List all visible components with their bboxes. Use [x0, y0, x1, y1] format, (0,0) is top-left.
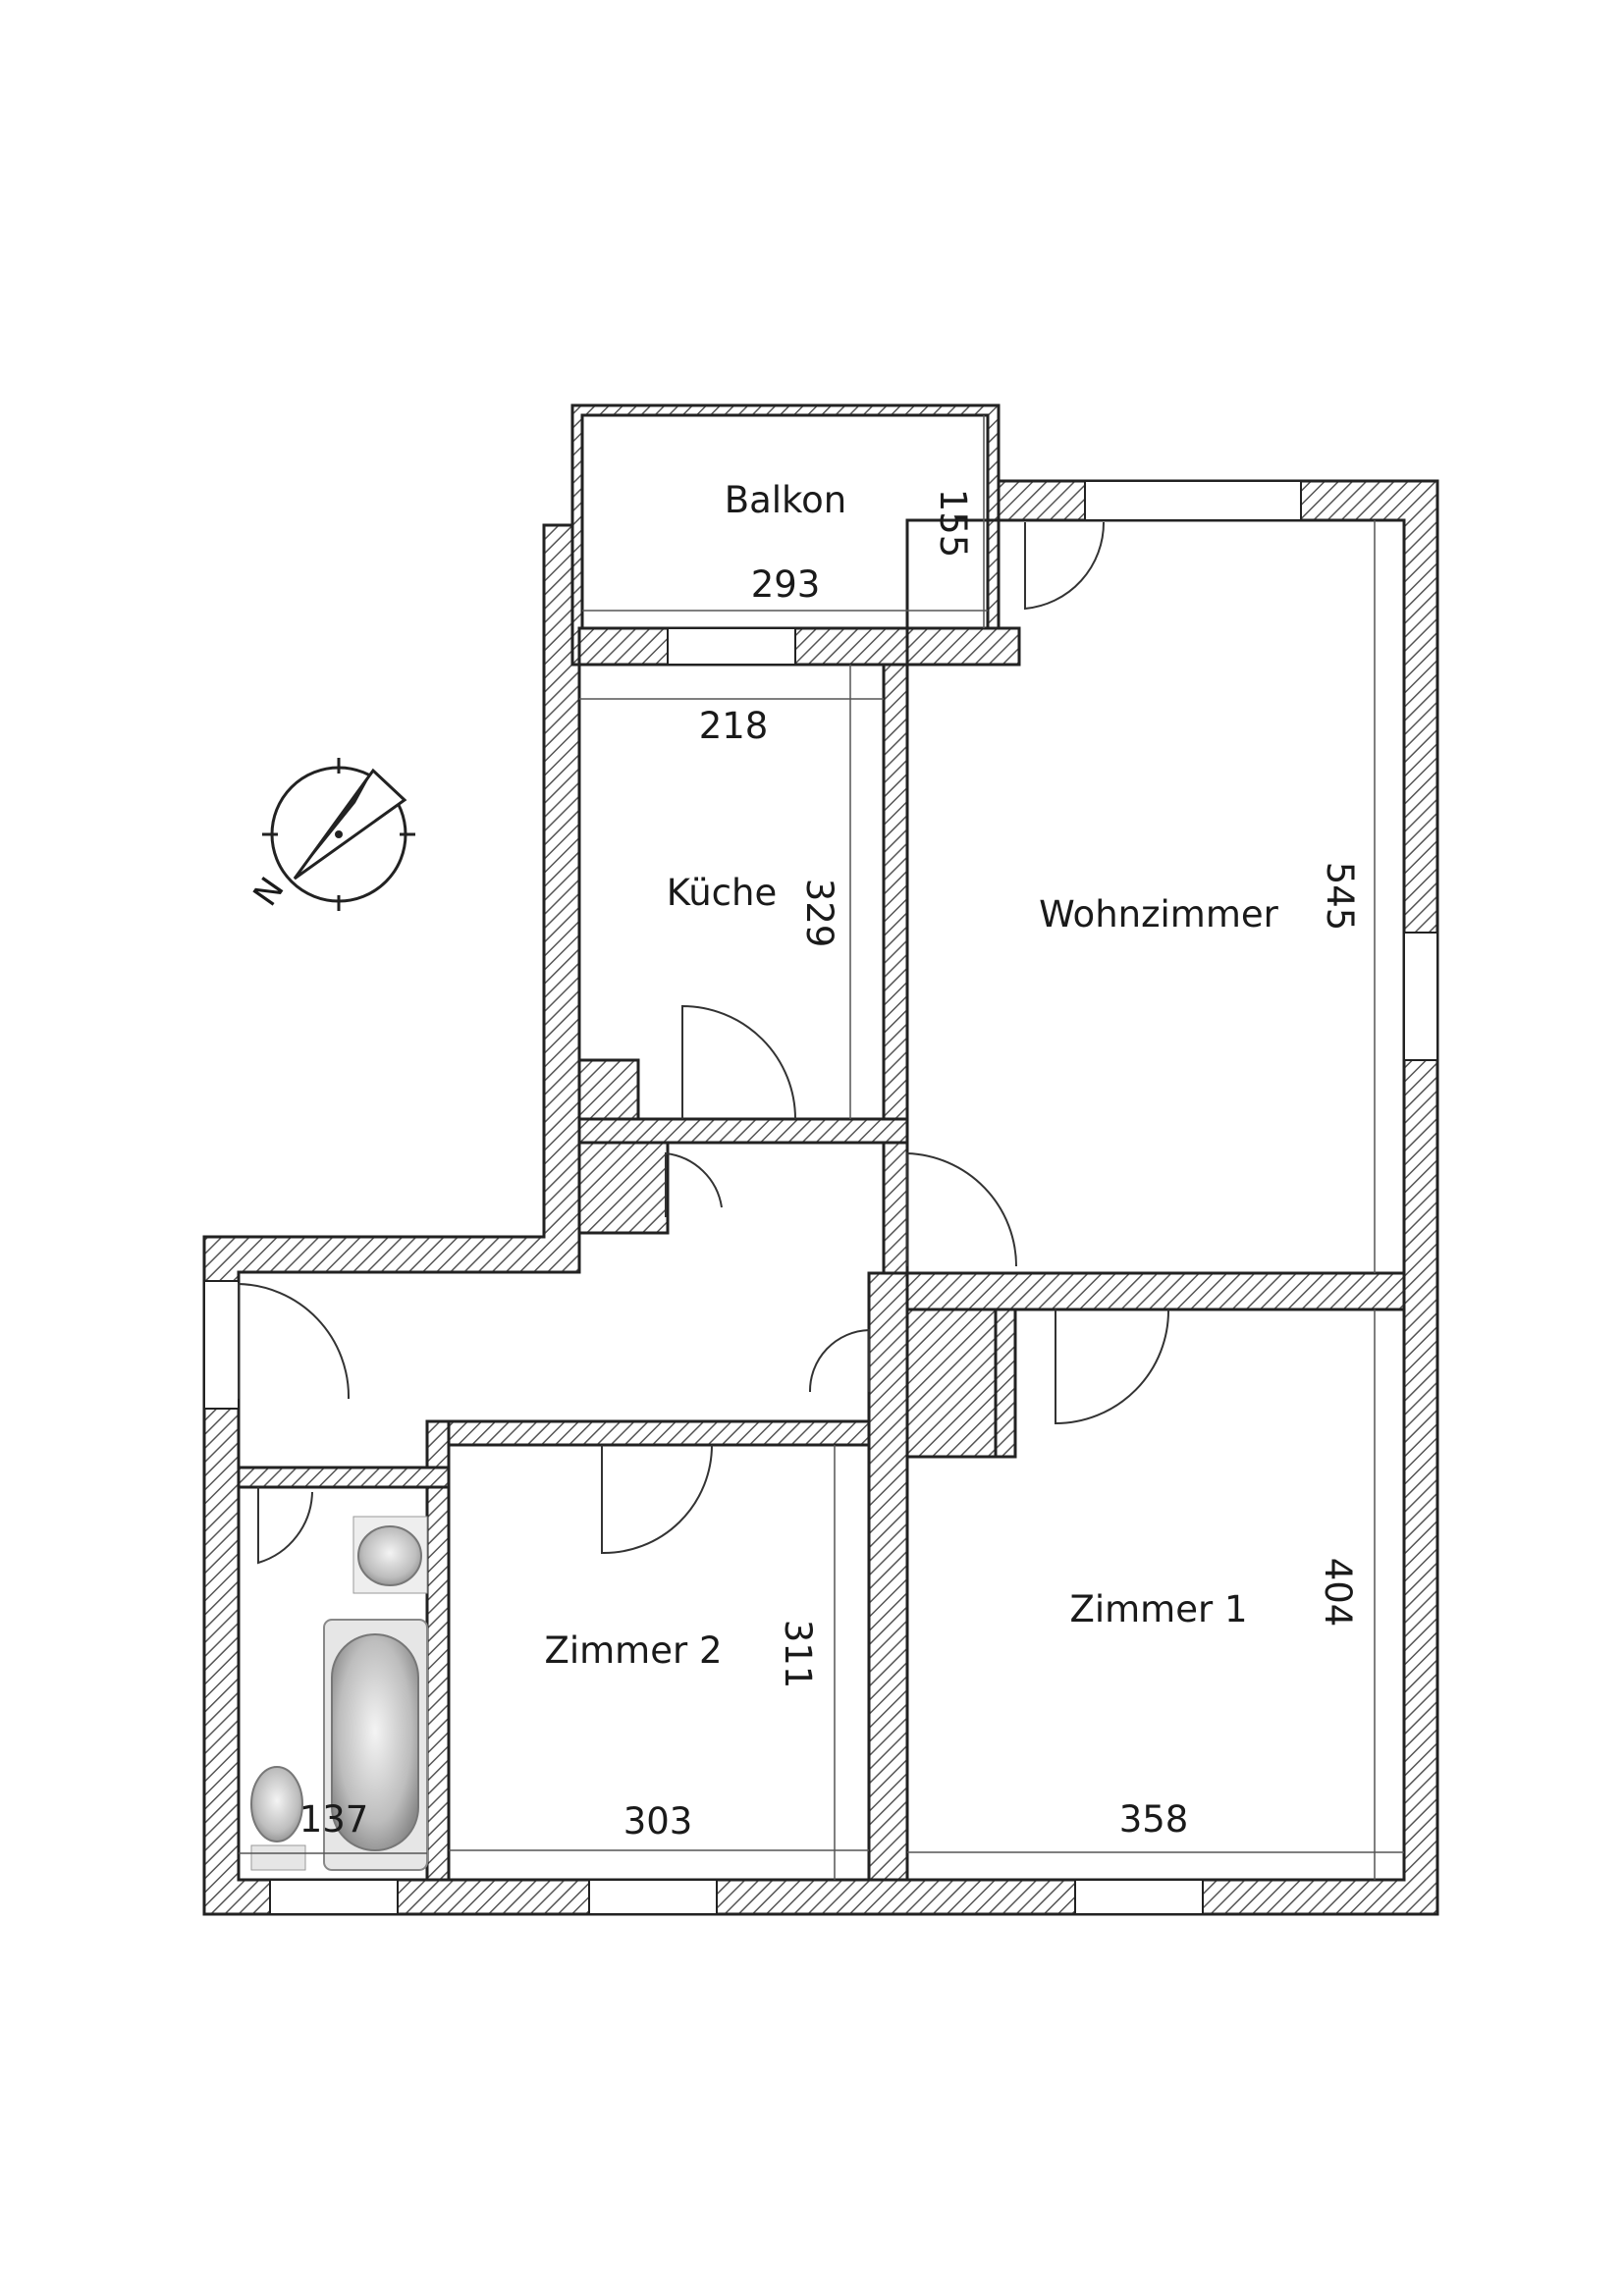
window-z1-bottom	[1074, 1879, 1204, 1915]
wall-z1-z2	[867, 1271, 909, 1882]
window-z2-bottom	[588, 1879, 718, 1915]
dim-label-kueche-width: 218	[699, 705, 769, 747]
window-bath-bottom	[269, 1879, 399, 1915]
shaft-zimmer1	[905, 1308, 998, 1459]
room-label-zimmer2: Zimmer 2	[545, 1629, 723, 1672]
door-bath	[257, 1487, 313, 1565]
dim-label-zimmer1-width: 358	[1119, 1798, 1189, 1841]
shaft-kitchen	[577, 1058, 640, 1121]
door-entrance	[238, 1282, 351, 1400]
door-corridor-right	[808, 1328, 870, 1393]
door-zimmer2	[601, 1444, 713, 1555]
dim-label-zimmer1-depth: 404	[1317, 1558, 1359, 1628]
window-balcony	[667, 627, 796, 666]
room-label-kueche: Küche	[667, 872, 777, 914]
north-letter: N	[245, 871, 292, 914]
north-arrow-icon	[262, 758, 415, 911]
toilet-icon	[250, 1766, 306, 1871]
window-living-right	[1403, 932, 1438, 1061]
room-label-balkon: Balkon	[725, 479, 847, 521]
wall-balcony-kitchen	[577, 626, 1021, 667]
dim-label-balkon-depth: 155	[932, 489, 974, 559]
window-living-top	[1084, 480, 1302, 521]
wall-z1-notch	[994, 1308, 1017, 1459]
door-wc	[665, 1151, 723, 1217]
door-kitchen	[681, 1004, 796, 1120]
dim-label-balkon-width: 293	[751, 563, 821, 606]
room-label-zimmer1: Zimmer 1	[1070, 1588, 1248, 1630]
dim-label-wohnzimmer-depth: 545	[1319, 862, 1361, 932]
dim-label-zimmer2-depth: 311	[777, 1620, 819, 1689]
dim-label-zimmer2-width: 303	[623, 1800, 693, 1842]
shaft-corridor	[577, 1141, 670, 1235]
wall-bath-top	[237, 1466, 451, 1489]
wall-kitchen-bottom	[577, 1117, 909, 1145]
wall-bath-z2	[425, 1419, 451, 1882]
door-living	[906, 1151, 1017, 1267]
room-label-wohnzimmer: Wohnzimmer	[1039, 893, 1279, 935]
wall-corridor-bottom	[430, 1419, 886, 1447]
wall-kitchen-living	[882, 663, 909, 1275]
window-corridor-left	[203, 1280, 240, 1410]
door-balcony-living	[1024, 521, 1106, 611]
wall-living-bottom	[905, 1271, 1406, 1311]
bathtub-icon	[323, 1619, 428, 1871]
dim-label-bad-width: 137	[299, 1798, 369, 1841]
dim-label-kueche-depth: 329	[798, 879, 840, 948]
washbasin-icon	[352, 1516, 428, 1594]
door-zimmer1	[1055, 1308, 1170, 1425]
